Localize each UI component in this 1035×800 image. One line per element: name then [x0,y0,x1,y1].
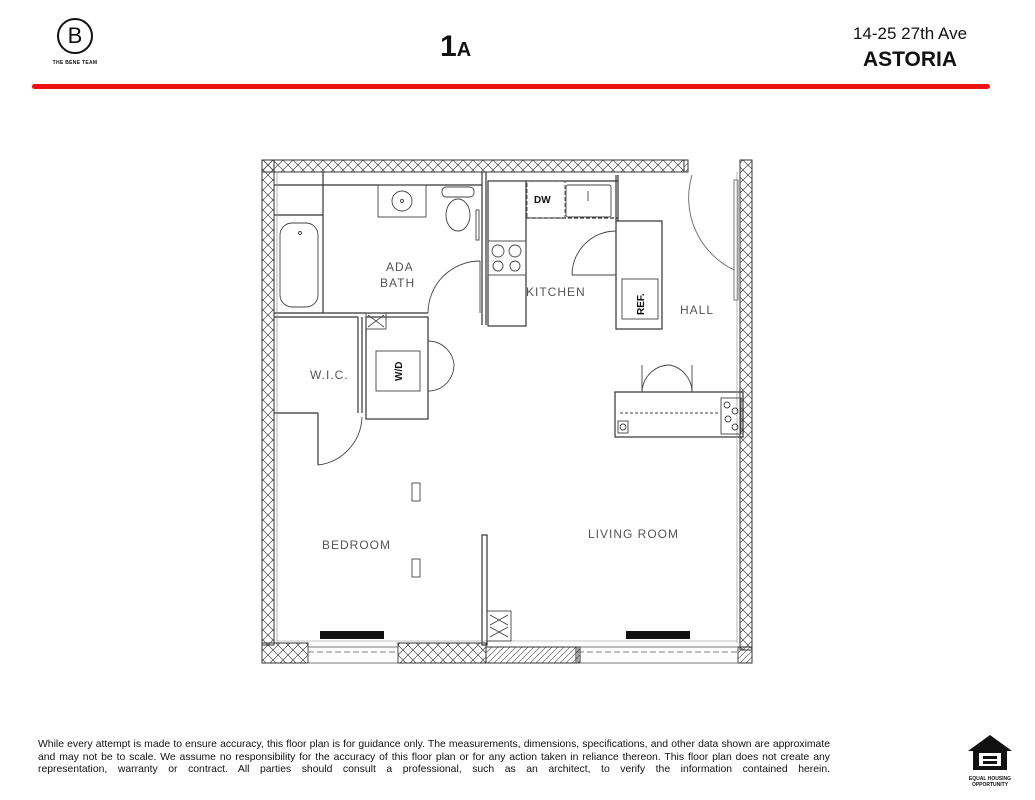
logo-text: THE BENE TEAM [52,60,98,66]
interior-walls [274,172,744,646]
equal-housing-logo: EQUAL HOUSING OPPORTUNITY [965,733,1015,788]
windows [307,179,739,664]
floor-plan: ADA BATH KITCHEN HALL W.I.C. BEDROOM LIV… [258,155,773,675]
room-label-living-room: LIVING ROOM [588,527,679,541]
fixtures [279,174,742,642]
room-labels: ADA BATH KITCHEN HALL W.I.C. BEDROOM LIV… [310,260,714,552]
washer-dryer-label: W/D [394,362,405,381]
appliance-labels: DW REF. W/D [394,195,647,381]
neighborhood: ASTORIA [862,48,958,71]
logo-mark: B [67,23,83,48]
dishwasher-label: DW [534,195,551,206]
refrigerator-label: REF. [636,293,647,315]
room-label-kitchen: KITCHEN [526,285,586,299]
header-divider [32,84,990,89]
equal-housing-line2: OPPORTUNITY [971,782,1009,788]
room-label-ada: ADA [386,260,414,274]
unit-title: 1A [440,32,471,62]
unit-number: 1 [440,30,457,63]
bene-team-logo: B THE BENE TEAM [40,18,110,66]
room-label-bedroom: BEDROOM [322,538,391,552]
unit-letter: A [456,39,472,61]
room-label-hall: HALL [680,303,714,317]
equal-housing-house-icon [968,735,1012,770]
disclaimer-text: While every attempt is made to ensure ac… [38,739,830,775]
room-label-wic: W.I.C. [310,368,349,382]
exterior-walls [261,159,753,664]
address-block: 14-25 27th Ave ASTORIA [840,24,980,72]
room-label-bath: BATH [380,276,415,290]
street-address: 14-25 27th Ave [852,24,968,43]
radiators [320,631,690,639]
equal-housing-line1: EQUAL HOUSING [968,776,1012,782]
logo-circle-icon: B [57,18,93,54]
